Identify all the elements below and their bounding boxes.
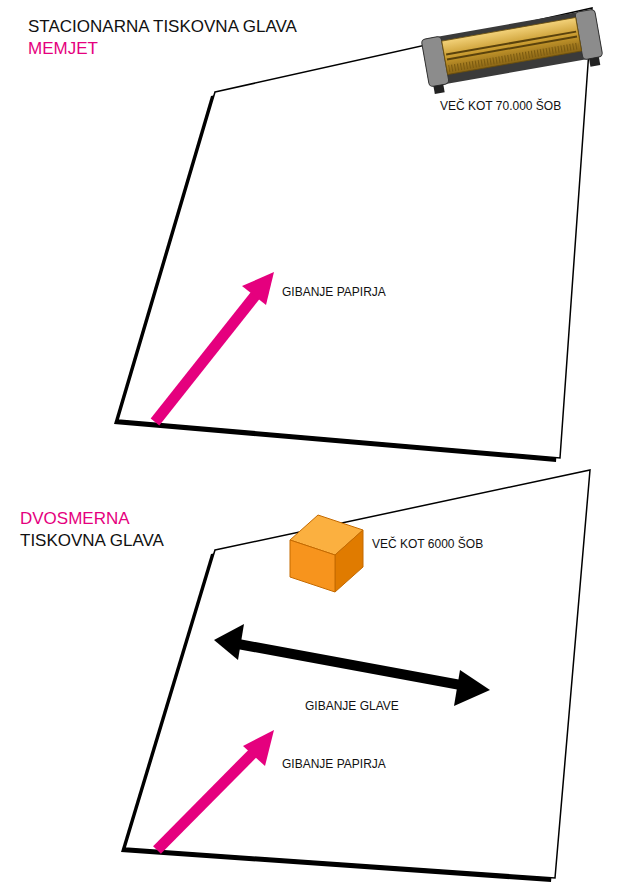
heading: STACIONARNA TISKOVNA GLAVA	[28, 18, 297, 37]
motion-label: GIBANJE PAPIRJA	[282, 758, 386, 771]
motion-label: GIBANJE GLAVE	[305, 700, 399, 713]
head-motion-arrow	[238, 644, 466, 686]
arrow-head	[243, 730, 274, 766]
paper-motion-arrow	[155, 292, 258, 422]
paper-motion-arrow	[157, 748, 258, 850]
motion-label: GIBANJE PAPIRJA	[282, 286, 386, 299]
nozzle-count: VEČ KOT 70.000 ŠOB	[440, 100, 561, 113]
brand-name: MEMJET	[28, 40, 98, 59]
paper-sheet	[118, 8, 592, 458]
arrow-head	[454, 670, 490, 706]
paper-sheet	[125, 470, 590, 878]
bidirectional-printhead	[290, 515, 363, 592]
heading: DVOSMERNA	[20, 510, 130, 529]
arrow-head	[214, 624, 244, 660]
heading: TISKOVNA GLAVA	[20, 532, 164, 551]
memjet-printhead	[421, 9, 604, 95]
arrow-head	[242, 272, 274, 305]
nozzle-count: VEČ KOT 6000 ŠOB	[372, 538, 483, 551]
